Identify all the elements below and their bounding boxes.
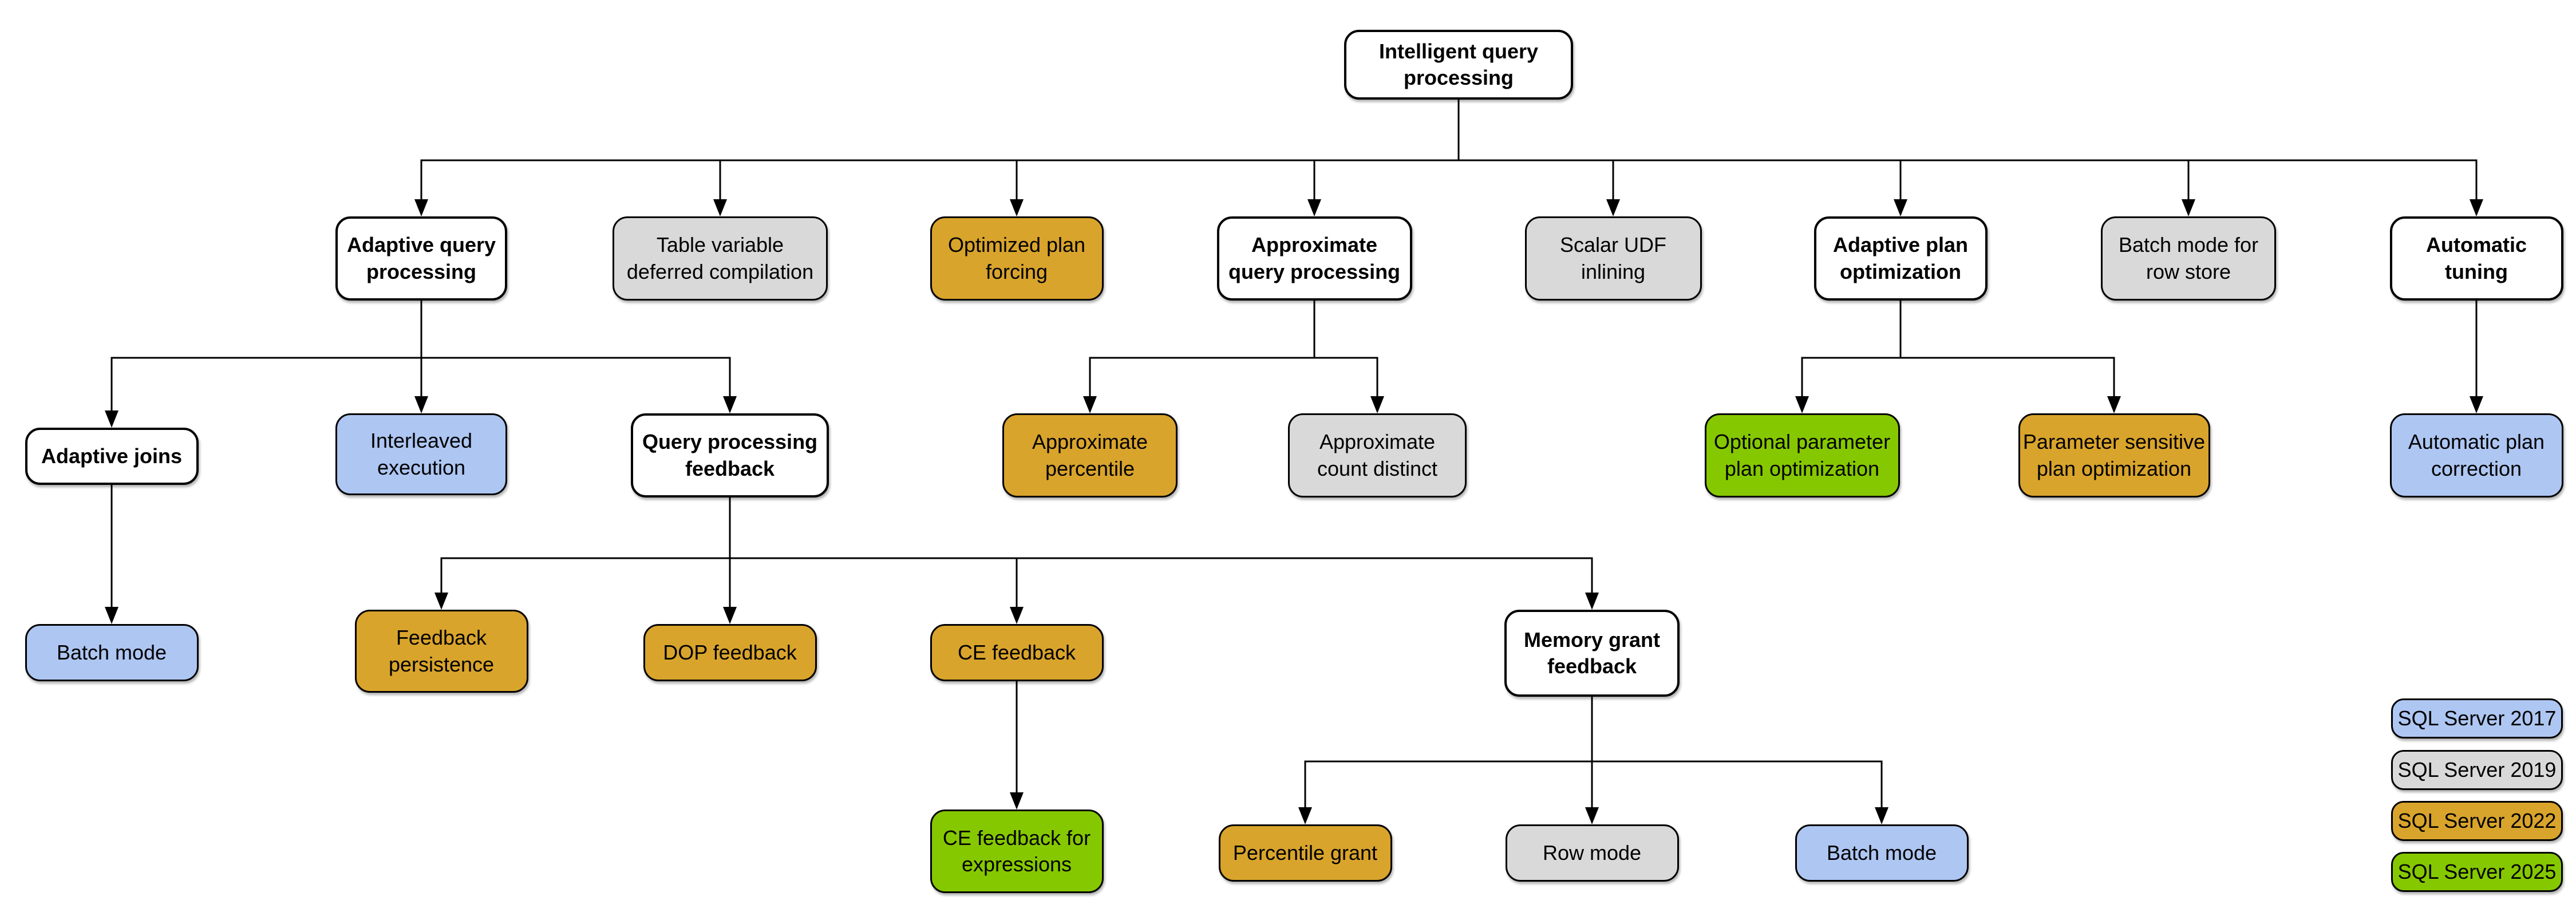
node-automatic-plan-correction: Automatic plan correction	[2389, 413, 2563, 498]
node-optimized-plan-forcing: Optimized plan forcing	[930, 216, 1104, 301]
node-automatic-tuning: Automatic tuning	[2389, 216, 2563, 301]
node-label: Adaptive query processing	[346, 233, 496, 283]
legend-label: SQL Server 2017	[2397, 706, 2557, 730]
node-label: Parameter sensitive plan optimization	[2022, 430, 2206, 480]
node-label: Batch mode	[1826, 840, 1937, 864]
node-ce-feedback-expressions: CE feedback for expressions	[930, 810, 1104, 893]
node-label: Memory grant feedback	[1523, 627, 1661, 678]
node-scalar-udf-inlining: Scalar UDF inlining	[1524, 216, 1702, 301]
node-query-processing-feedback: Query processing feedback	[631, 413, 829, 498]
node-label: Interleaved execution	[370, 429, 473, 479]
node-memory-grant-feedback: Memory grant feedback	[1504, 610, 1680, 697]
node-label: Scalar UDF inlining	[1559, 233, 1667, 283]
node-label: Row mode	[1542, 840, 1642, 864]
node-label: Table variable deferred compilation	[626, 233, 814, 283]
node-label: CE feedback	[957, 640, 1076, 664]
node-intelligent-query-processing: Intelligent query processing	[1344, 30, 1573, 100]
node-approximate-query-processing: Approximate query processing	[1216, 216, 1412, 301]
node-batch-mode-row-store: Batch mode for row store	[2101, 216, 2276, 301]
node-dop-feedback: DOP feedback	[643, 624, 817, 681]
node-label: Optional parameter plan optimization	[1713, 430, 1891, 480]
node-percentile-grant: Percentile grant	[1218, 824, 1392, 882]
legend-item-2019: SQL Server 2019	[2391, 750, 2563, 790]
legend-label: SQL Server 2022	[2397, 809, 2557, 832]
node-row-mode: Row mode	[1505, 824, 1679, 882]
node-label: CE feedback for expressions	[942, 826, 1091, 876]
node-adaptive-joins: Adaptive joins	[25, 428, 199, 485]
node-interleaved-execution: Interleaved execution	[335, 413, 507, 495]
node-label: Percentile grant	[1232, 840, 1378, 864]
legend-label: SQL Server 2025	[2397, 860, 2557, 883]
node-label: Query processing feedback	[642, 430, 818, 480]
node-optional-parameter-plan-optimization: Optional parameter plan optimization	[1704, 413, 1900, 498]
node-label: Adaptive joins	[41, 444, 183, 468]
node-batch-mode-memory-grant: Batch mode	[1795, 824, 1969, 882]
node-parameter-sensitive-plan-optimization: Parameter sensitive plan optimization	[2018, 413, 2210, 498]
node-label: Feedback persistence	[388, 626, 495, 676]
node-label: Intelligent query processing	[1378, 39, 1539, 89]
legend-item-2022: SQL Server 2022	[2391, 801, 2563, 841]
node-batch-mode-adaptive-joins: Batch mode	[25, 624, 199, 681]
node-label: Automatic plan correction	[2408, 430, 2545, 480]
node-adaptive-query-processing: Adaptive query processing	[335, 216, 507, 301]
legend-item-2017: SQL Server 2017	[2391, 698, 2563, 739]
node-label: Approximate percentile	[1032, 430, 1148, 480]
node-label: Automatic tuning	[2425, 233, 2527, 283]
node-label: DOP feedback	[663, 640, 797, 664]
node-approximate-percentile: Approximate percentile	[1002, 413, 1178, 498]
legend-item-2025: SQL Server 2025	[2391, 852, 2563, 892]
node-adaptive-plan-optimization: Adaptive plan optimization	[1814, 216, 1988, 301]
node-label: Optimized plan forcing	[947, 233, 1086, 283]
node-label: Batch mode	[56, 640, 167, 664]
node-label: Batch mode for row store	[2118, 233, 2259, 283]
node-label: Approximate count distinct	[1317, 430, 1438, 480]
node-ce-feedback: CE feedback	[930, 624, 1104, 681]
node-approximate-count-distinct: Approximate count distinct	[1288, 413, 1467, 498]
node-label: Adaptive plan optimization	[1832, 233, 1969, 283]
node-table-variable-deferred-compilation: Table variable deferred compilation	[613, 216, 828, 301]
node-label: Approximate query processing	[1228, 233, 1401, 283]
node-feedback-persistence: Feedback persistence	[354, 610, 528, 693]
legend-label: SQL Server 2019	[2397, 758, 2557, 781]
